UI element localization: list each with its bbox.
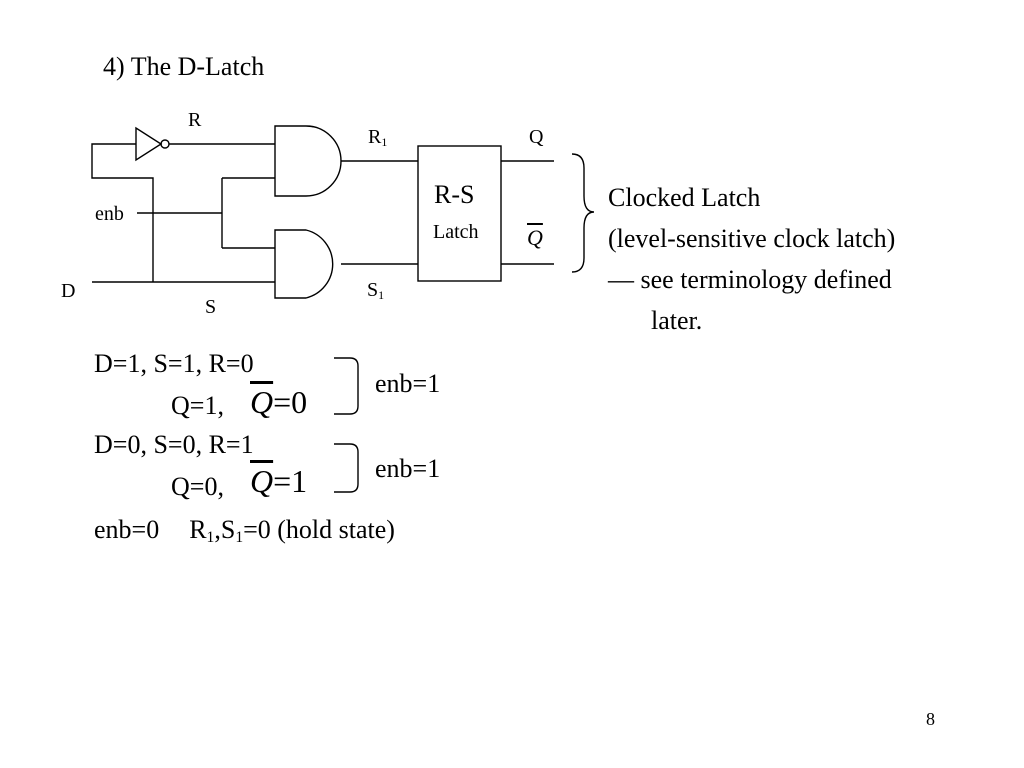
rs-latch-box [417, 145, 502, 282]
annotation-line-4: later. [651, 306, 703, 335]
label-s: S [205, 296, 217, 318]
case1-qbar: Q=0 [250, 384, 308, 420]
label-enb: enb [95, 203, 124, 225]
latch-title: R-S [434, 180, 475, 209]
case1-inputs: D=1, S=1, R=0 [94, 349, 254, 378]
case1-q: Q=1, [171, 391, 224, 420]
label-q: Q [529, 126, 544, 148]
case1-enb: enb=1 [375, 369, 441, 398]
label-r1: R1 [368, 126, 388, 149]
annotation-line-3: — see terminology defined [608, 265, 892, 294]
case2-inputs: D=0, S=0, R=1 [94, 430, 254, 459]
latch-subtitle: Latch [433, 221, 479, 243]
label-d: D [61, 280, 76, 302]
label-s1: S1 [367, 279, 385, 302]
label-q-bar: Q [527, 225, 543, 250]
case2-q: Q=0, [171, 472, 224, 501]
page-number: 8 [926, 709, 935, 729]
inverter-gate [135, 126, 163, 162]
and-gate-bottom [274, 229, 334, 299]
slide-title: 4) The D-Latch [103, 52, 265, 81]
case2-qbar: Q=1 [250, 463, 308, 499]
annotation-line-2: (level-sensitive clock latch) [608, 224, 896, 253]
hold-enb: enb=0 [94, 515, 160, 544]
and-gate-top [274, 125, 342, 197]
bracket-case1 [334, 357, 359, 415]
label-r: R [188, 109, 202, 131]
curly-brace-outputs [571, 153, 595, 273]
case2-enb: enb=1 [375, 454, 441, 483]
annotation-line-1: Clocked Latch [608, 183, 761, 212]
bracket-case2 [334, 443, 359, 493]
